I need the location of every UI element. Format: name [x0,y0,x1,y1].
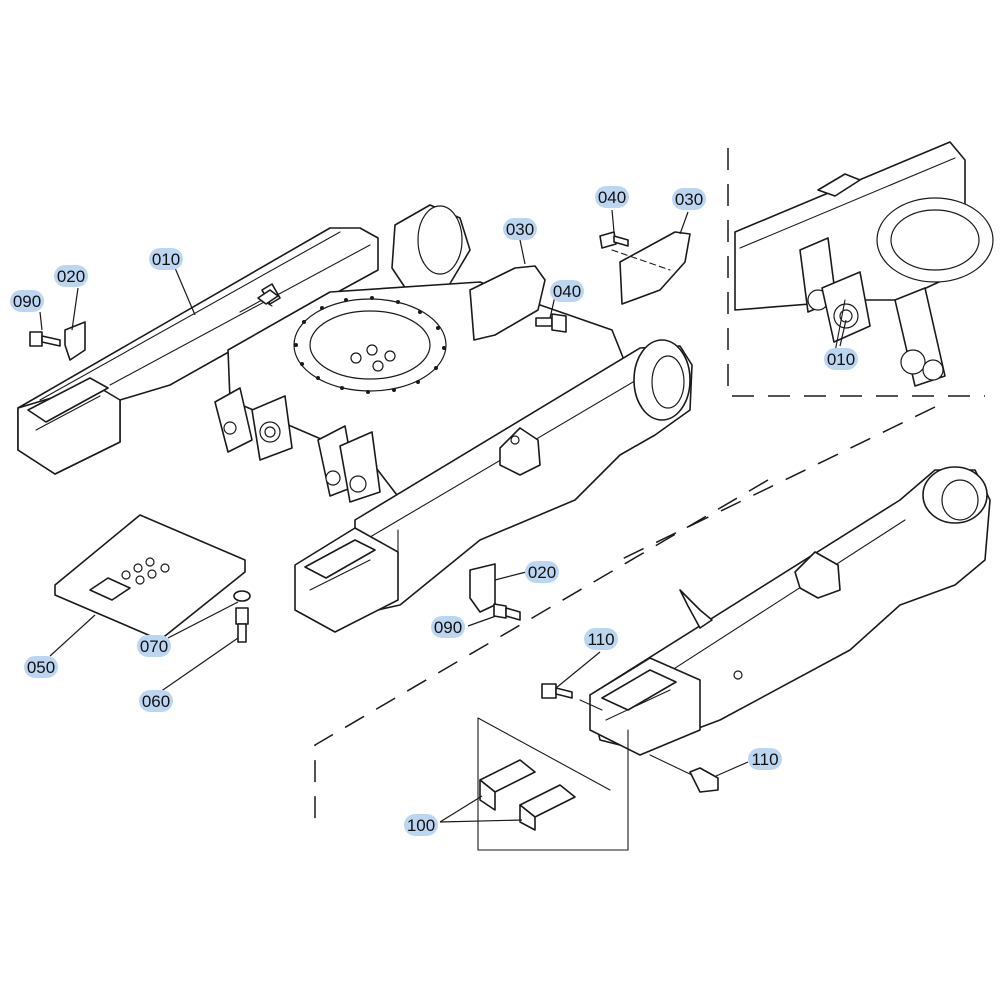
bolt-090-right [493,603,521,621]
callout-020b: 020 [525,561,559,583]
callout-010b: 010 [824,348,858,370]
callout-030b-text: 030 [675,190,703,209]
callout-050: 050 [24,656,58,678]
callout-090b: 090 [431,616,465,638]
track-frame-lower [589,466,991,756]
callout-090b-text: 090 [434,618,462,637]
guide-plate-100 [479,759,576,831]
callout-030b: 030 [672,188,706,210]
callout-030a: 030 [503,218,537,240]
callout-070: 070 [137,635,171,657]
callout-040a: 040 [550,280,584,302]
bolt-060 [235,607,249,643]
callout-070-text: 070 [140,637,168,656]
bolt-040-right [599,231,629,249]
callout-040b-text: 040 [598,188,626,207]
bracket-020-right [469,563,496,613]
callout-090a-text: 090 [13,292,41,311]
callout-030a-text: 030 [506,220,534,239]
callout-100-text: 100 [407,816,435,835]
bolt-110-lower [689,767,719,793]
bolt-090-left [29,331,61,347]
cover-030-right [619,231,691,305]
callout-010a-text: 010 [152,250,180,269]
callout-110a-text: 110 [587,630,614,649]
callout-110b: 110 [748,748,782,770]
callout-110a: 110 [584,628,618,650]
callout-040b: 040 [595,186,629,208]
detail-inset [314,141,994,820]
callout-050-text: 050 [27,658,55,677]
bracket-020-left [64,321,86,361]
callout-010a: 010 [149,248,183,270]
cover-030-left [469,265,546,341]
callout-040a-text: 040 [553,282,581,301]
callout-060-text: 060 [142,692,170,711]
plate-050 [54,514,246,641]
callout-020a: 020 [54,265,88,287]
washer-070 [233,590,251,602]
leader-lines [39,209,847,823]
callout-100: 100 [404,814,438,836]
slew-ring-bolt-holes [294,296,446,394]
bolt-040-left [535,313,567,333]
callout-060: 060 [139,690,173,712]
bolt-110-upper [541,683,573,699]
track-frame-main [17,204,693,633]
callout-020a-text: 020 [57,267,85,286]
callout-110b-text: 110 [751,750,778,769]
callout-090a: 090 [10,290,44,312]
callout-010b-text: 010 [827,350,855,369]
callout-020b-text: 020 [528,563,556,582]
